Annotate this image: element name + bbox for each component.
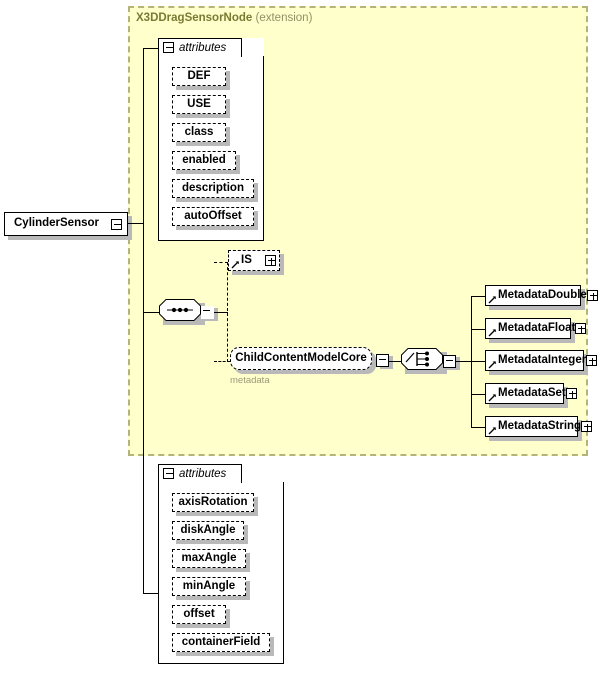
- attribute-containerfield[interactable]: containerField: [172, 633, 270, 652]
- branch-to-inherited-attributes: [143, 48, 159, 49]
- attribute-minangle[interactable]: minAngle: [172, 577, 246, 596]
- choice-compositor-icon[interactable]: [401, 348, 443, 370]
- element-metadatadouble-expander-plus-icon[interactable]: [586, 290, 598, 301]
- attribute-diskangle[interactable]: diskAngle: [172, 521, 244, 540]
- own-attributes-header-label: attributes: [179, 467, 227, 480]
- element-metadatadouble[interactable]: MetadataDouble: [485, 285, 598, 306]
- attribute-maxangle-label: maxAngle: [181, 551, 237, 564]
- branch-to-sequence: [143, 312, 159, 313]
- element-metadatastring-expander-plus-icon[interactable]: [581, 421, 593, 432]
- element-metadataset-label: MetadataSet: [498, 386, 566, 399]
- root-element-label: CylinderSensor: [14, 217, 99, 230]
- attribute-autooffset[interactable]: autoOffset: [172, 207, 254, 226]
- root-element-expander-minus-icon[interactable]: [111, 218, 122, 230]
- element-metadatainteger-expander-plus-icon[interactable]: [586, 355, 598, 366]
- element-arrow-icon: [231, 261, 239, 269]
- fanout-to-metadatastring: [471, 427, 485, 428]
- attribute-enabled-label: enabled: [182, 153, 226, 166]
- element-metadatainteger[interactable]: MetadataInteger: [485, 350, 598, 371]
- fanout-to-metadatafloat: [471, 329, 485, 330]
- group-ref-caption: metadata: [230, 375, 270, 386]
- extension-base-name: X3DDragSensorNode: [136, 12, 253, 24]
- sequence-compositor-icon[interactable]: [159, 299, 201, 321]
- inherited-attributes-expander-minus-icon[interactable]: [163, 42, 174, 53]
- attribute-use-label: USE: [187, 97, 211, 110]
- attribute-axisrotation-label: axisRotation: [178, 495, 248, 508]
- branch-to-is-node: [214, 262, 228, 263]
- attribute-autooffset-label: autoOffset: [184, 209, 242, 222]
- attribute-axisrotation[interactable]: axisRotation: [172, 493, 254, 512]
- extension-title: X3DDragSensorNode (extension): [136, 12, 312, 24]
- attribute-class-label: class: [184, 125, 214, 138]
- element-metadataset[interactable]: MetadataSet: [485, 383, 577, 404]
- attribute-offset[interactable]: offset: [172, 605, 226, 624]
- attribute-def-label: DEF: [187, 69, 211, 82]
- choice-out-stub: [456, 361, 472, 362]
- own-attributes-expander-minus-icon[interactable]: [163, 468, 174, 479]
- element-is-expander-plus-icon[interactable]: [265, 255, 276, 266]
- element-metadatastring[interactable]: MetadataString: [485, 416, 593, 437]
- attribute-description[interactable]: description: [172, 179, 254, 198]
- inherited-attributes-body: [158, 56, 264, 241]
- choice-expander-minus-icon[interactable]: [443, 355, 456, 368]
- attribute-use[interactable]: USE: [172, 95, 226, 114]
- attribute-def[interactable]: DEF: [172, 67, 226, 86]
- element-arrow-icon: [488, 394, 496, 402]
- extension-kind-label: (extension): [255, 12, 313, 24]
- root-connector-trunk: [143, 48, 144, 593]
- attribute-description-label: description: [182, 181, 244, 194]
- attribute-enabled[interactable]: enabled: [172, 151, 236, 170]
- element-metadatafloat[interactable]: MetadataFloat: [485, 318, 587, 339]
- element-arrow-icon: [488, 296, 496, 304]
- fanout-to-metadatainteger: [471, 361, 485, 362]
- root-connector-stub: [128, 223, 144, 224]
- group-ref-label: ChildContentModelCore: [235, 351, 367, 364]
- group-ref-childcontentmodelcore[interactable]: ChildContentModelCore: [230, 347, 372, 370]
- element-metadatafloat-expander-plus-icon[interactable]: [575, 323, 587, 334]
- branch-to-childcontentmodelcore: [214, 361, 230, 362]
- own-attributes-header[interactable]: attributes: [158, 464, 242, 483]
- attribute-minangle-label: minAngle: [182, 579, 236, 592]
- sequence-expander-minus-inner: [201, 306, 214, 319]
- element-arrow-icon: [488, 361, 496, 369]
- own-attributes-body: [158, 482, 284, 664]
- inherited-attributes-tab-seam: [159, 56, 241, 57]
- groupref-to-choice-connector: [389, 361, 401, 362]
- attribute-maxangle[interactable]: maxAngle: [172, 549, 246, 568]
- inherited-attributes-header-label: attributes: [179, 41, 227, 54]
- group-ref-expander-minus-icon[interactable]: [376, 354, 389, 367]
- element-arrow-icon: [488, 427, 496, 435]
- element-metadatadouble-label: MetadataDouble: [498, 288, 587, 301]
- fanout-to-metadataset: [471, 394, 485, 395]
- element-is-label: IS: [241, 253, 252, 266]
- attribute-offset-label: offset: [183, 607, 215, 620]
- branch-to-own-attributes: [143, 593, 159, 594]
- content-branch-spine: [227, 262, 228, 362]
- sequence-out-stub: [214, 312, 228, 313]
- fanout-to-metadatadouble: [471, 296, 485, 297]
- attribute-diskangle-label: diskAngle: [180, 523, 236, 536]
- inherited-attributes-header[interactable]: attributes: [158, 38, 242, 57]
- attribute-containerfield-label: containerField: [181, 635, 261, 648]
- element-is[interactable]: IS: [228, 250, 280, 271]
- own-attributes-tab-seam: [159, 482, 241, 483]
- attribute-class[interactable]: class: [172, 123, 226, 142]
- element-arrow-icon: [488, 329, 496, 337]
- element-metadatafloat-label: MetadataFloat: [498, 321, 576, 334]
- element-metadatainteger-label: MetadataInteger: [498, 353, 587, 366]
- element-metadataset-expander-plus-icon[interactable]: [565, 388, 577, 399]
- element-metadatastring-label: MetadataString: [498, 419, 582, 432]
- root-element-cylindersensor[interactable]: CylinderSensor: [4, 212, 128, 236]
